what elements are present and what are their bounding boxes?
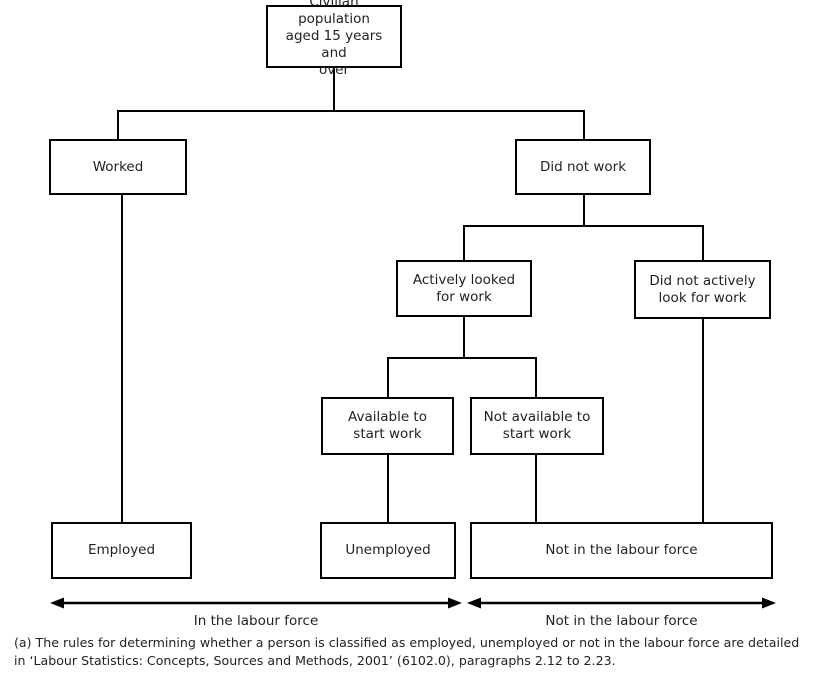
- connector-did-not-work-down: [583, 195, 585, 227]
- node-unemployed[interactable]: Unemployed: [320, 522, 456, 579]
- node-did-not-work[interactable]: Did not work: [515, 139, 651, 195]
- range-label-in-the-labour-force: In the labour force: [193, 613, 319, 629]
- connector-root-down: [333, 68, 335, 112]
- double-arrow-icon: [467, 597, 776, 609]
- node-available-to-start-work[interactable]: Available to start work: [321, 397, 454, 455]
- connector-actively-looked-down: [463, 317, 465, 359]
- node-not-in-the-labour-force[interactable]: Not in the labour force: [470, 522, 773, 579]
- connector-level2-bar: [463, 225, 704, 227]
- connector-available-to-unemployed: [387, 455, 389, 522]
- node-civilian-population[interactable]: Civilian population aged 15 years and ov…: [266, 0, 402, 78]
- range-arrow-not-in-the-labour-force: [465, 592, 778, 614]
- node-worked[interactable]: Worked: [49, 139, 187, 195]
- node-not-available-to-start-work[interactable]: Not available to start work: [470, 397, 604, 455]
- node-did-not-actively-look-for-work[interactable]: Did not actively look for work: [634, 260, 771, 319]
- node-actively-looked-for-work[interactable]: Actively looked for work: [396, 260, 532, 317]
- connector-to-did-not-actively-look: [702, 225, 704, 260]
- connector-level1-bar: [117, 110, 585, 112]
- connector-worked-to-employed: [121, 195, 123, 522]
- node-employed[interactable]: Employed: [51, 522, 192, 579]
- connector-to-did-not-work: [583, 110, 585, 139]
- footnote-text: (a) The rules for determining whether a …: [14, 635, 800, 668]
- connector-to-not-available: [535, 357, 537, 397]
- connector-not-available-to-nilf: [535, 455, 537, 522]
- range-arrow-in-the-labour-force: [48, 592, 464, 614]
- range-label-not-in-the-labour-force: Not in the labour force: [545, 613, 698, 629]
- connector-level3-bar: [387, 357, 537, 359]
- double-arrow-icon: [50, 597, 462, 609]
- connector-did-not-actively-look-to-nilf: [702, 319, 704, 522]
- connector-to-worked: [117, 110, 119, 139]
- connector-to-available: [387, 357, 389, 397]
- connector-to-actively-looked: [463, 225, 465, 260]
